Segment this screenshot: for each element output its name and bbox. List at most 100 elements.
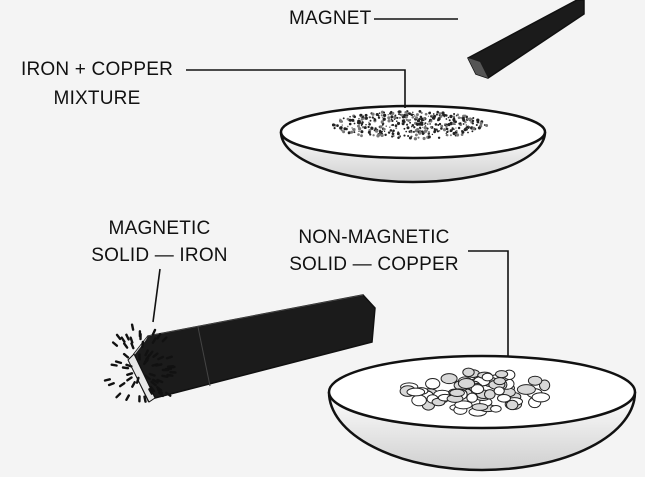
mixture-particle (348, 118, 352, 122)
mixture-particle (467, 131, 469, 134)
mixture-particle (454, 120, 457, 124)
iron-filing (156, 378, 164, 384)
mixture-particle (333, 127, 336, 130)
mixture-particle (438, 114, 441, 117)
mixture-particle (405, 118, 408, 122)
mixture-particle (393, 116, 397, 119)
mixture-particle (443, 113, 447, 117)
mixture-particle (461, 130, 465, 134)
mixture-particle (429, 126, 432, 129)
mixture-label-line1: IRON + COPPER (21, 59, 173, 80)
iron-filings (103, 323, 177, 403)
iron-filing (144, 349, 149, 357)
mixture-particle (455, 127, 457, 129)
copper-piece (484, 389, 496, 400)
leader-lines (152, 18, 509, 374)
mixture-particle (361, 126, 365, 129)
mixture-particle (349, 115, 351, 118)
mixture-particle (368, 122, 371, 126)
mixture-particle (427, 130, 431, 134)
mixture-particle (395, 127, 398, 130)
mixture-particle (471, 118, 473, 120)
mixture-particle (348, 122, 352, 126)
mixture-particle (380, 120, 384, 124)
mixture-particle (444, 123, 446, 126)
mixture-particle (389, 129, 393, 132)
nonmagnetic-leader (468, 250, 509, 374)
mixture-particle (447, 116, 450, 119)
mixture-particle (411, 116, 415, 119)
mixture-particle (429, 112, 431, 114)
mixture-particle (445, 124, 448, 128)
copper-piece (411, 394, 427, 407)
magnetic-label-line2: SOLID — IRON (91, 245, 228, 266)
mixture-particle (462, 118, 466, 122)
mixture-particle (472, 126, 476, 131)
mixture-particle (369, 119, 372, 122)
mixture-particle (383, 111, 386, 114)
mixture-particle (485, 124, 489, 127)
iron-filing (115, 392, 122, 399)
mixture-particle (398, 113, 400, 115)
iron-filing (151, 337, 157, 344)
mixture-particle (387, 116, 391, 120)
iron-filing (151, 378, 159, 384)
mixture-particle (453, 112, 456, 116)
mixture-particle (353, 122, 356, 125)
copper-piece (440, 373, 458, 385)
mixture-particle (402, 122, 405, 125)
mixture-particle (347, 132, 350, 135)
mixture-particle (405, 115, 408, 119)
magnetic-label-line1: MAGNETIC (108, 218, 211, 239)
mixture-particle (413, 126, 415, 129)
mixture-label-line2: MIXTURE (53, 88, 141, 109)
copper-piece (490, 405, 502, 413)
mixture-particle (466, 117, 470, 121)
mixture-particle (392, 112, 394, 114)
mixture-particle (396, 121, 401, 126)
mixture-particle (418, 117, 421, 121)
mixture-particle (362, 114, 364, 117)
iron-filing (147, 350, 154, 357)
mixture-particle (350, 130, 354, 134)
mixture-particle (391, 123, 395, 127)
mixture-particle (418, 126, 422, 129)
iron-filing (152, 352, 159, 358)
iron-filing (143, 356, 150, 364)
mixture-particle (451, 127, 454, 130)
mixture-particle (437, 123, 440, 127)
mixture-particle (353, 120, 355, 122)
mixture-particle (424, 129, 428, 133)
mixture-particle (413, 115, 416, 117)
mixture-particle (438, 130, 441, 132)
mixture-particle (432, 113, 435, 115)
mixture-particle (363, 126, 367, 130)
mixture-particle (360, 130, 364, 134)
mixture-particle (417, 136, 420, 139)
mixture-particle (383, 130, 386, 133)
mixture-particle (445, 127, 449, 131)
mixture-particle (381, 116, 384, 118)
mixture-particle (391, 135, 394, 138)
mixture-particle (390, 118, 393, 121)
mixture-particle (377, 116, 381, 119)
iron-filing (111, 341, 119, 347)
copper-piece (470, 384, 485, 395)
mixture-particle (390, 115, 394, 119)
mixture-particle (369, 133, 372, 136)
mixture-particle (414, 133, 418, 137)
mixture-particle (452, 122, 455, 125)
mixture-particle (429, 123, 431, 125)
mixture-particle (368, 121, 370, 124)
iron-filing (161, 336, 168, 343)
mixture-particle (336, 124, 339, 127)
mixture-particle (462, 123, 465, 125)
copper-piece (506, 399, 519, 411)
mixture-particle (382, 113, 387, 118)
mixture-particle (413, 113, 415, 116)
mixture-particle (420, 111, 423, 114)
mixture-particle (445, 118, 448, 120)
mixture-particle (437, 136, 441, 140)
mixture-particle (427, 135, 431, 139)
